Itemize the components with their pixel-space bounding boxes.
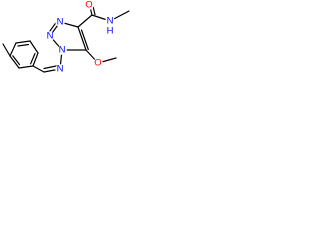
atom-o-methoxy: O (94, 58, 101, 69)
bond-ar3-ar4 (9, 42, 17, 57)
atom-h-amide: H (107, 26, 114, 37)
structure-canvas: O N H N N N O N (0, 0, 140, 102)
bond-ar2-ar3 (9, 55, 20, 69)
bond-c4-c5 (77, 26, 87, 51)
bond-ar4-ar5 (15, 40, 31, 44)
atom-o-carbonyl: O (85, 0, 92, 11)
atom-labels: O N H N N N O N (45, 0, 115, 75)
atom-bg (55, 17, 65, 27)
atom-n-ring-1: N (59, 45, 66, 56)
atom-bg (45, 31, 55, 41)
atom-bg (84, 0, 94, 10)
bond-ar3-methyl (2, 43, 11, 57)
atom-n-amide: N (107, 16, 114, 27)
bond-ar4-ar5-double (17, 43, 30, 47)
bond-c4-c5-double (80, 29, 89, 51)
atom-bg (55, 64, 65, 74)
atom-n-imine: N (57, 64, 64, 75)
bond-ch-aryl (32, 65, 45, 73)
bonds (2, 2, 130, 73)
atom-bg (57, 45, 67, 55)
atom-n-ring-3: N (57, 17, 64, 28)
bond-c4-carbonyl (77, 14, 93, 28)
bond-ar2-ar3-double (12, 55, 21, 66)
atom-bg (93, 58, 103, 68)
bond-ar6-ar1-double (30, 52, 36, 65)
atom-bg (105, 26, 115, 36)
bond-nimine-ch-double (43, 64, 60, 70)
atom-n-ring-2: N (47, 31, 54, 42)
bond-ar5-ar6 (29, 40, 39, 54)
molecule-structure: O N H N N N O N (2, 0, 130, 75)
bond-ar6-ar1 (32, 52, 39, 67)
bond-ar1-ar2 (18, 65, 34, 69)
atom-bg (105, 16, 115, 26)
